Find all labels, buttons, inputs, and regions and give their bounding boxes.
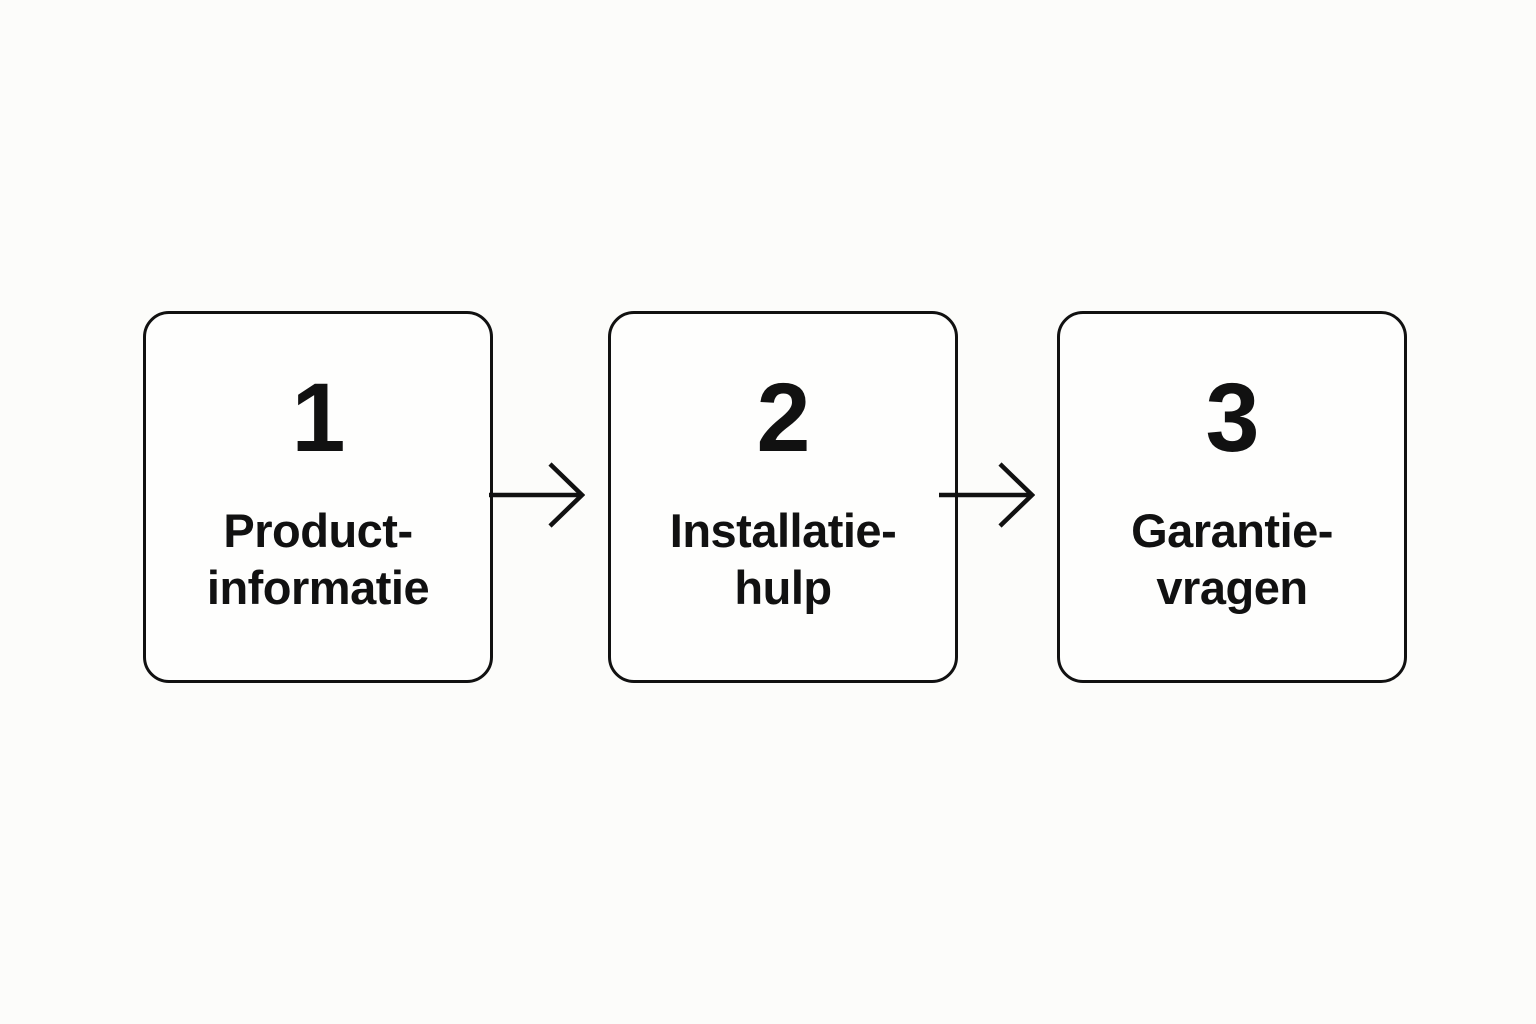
step-number-3: 3 [1205, 363, 1260, 472]
step-label-2: Installatie-hulp [669, 504, 897, 614]
connector-arrow-2-to-3 [939, 460, 1035, 530]
step-box-2[interactable]: 2 Installatie-hulp [608, 311, 958, 683]
step-box-3[interactable]: 3 Garantie-vragen [1057, 311, 1407, 683]
step-number-1: 1 [291, 363, 346, 472]
step-label-1: Product-informatie [206, 504, 430, 614]
step-number-2: 2 [756, 363, 811, 472]
step-label-3: Garantie-vragen [1131, 504, 1333, 614]
connector-arrow-1-to-2 [489, 460, 585, 530]
step-box-1[interactable]: 1 Product-informatie [143, 311, 493, 683]
